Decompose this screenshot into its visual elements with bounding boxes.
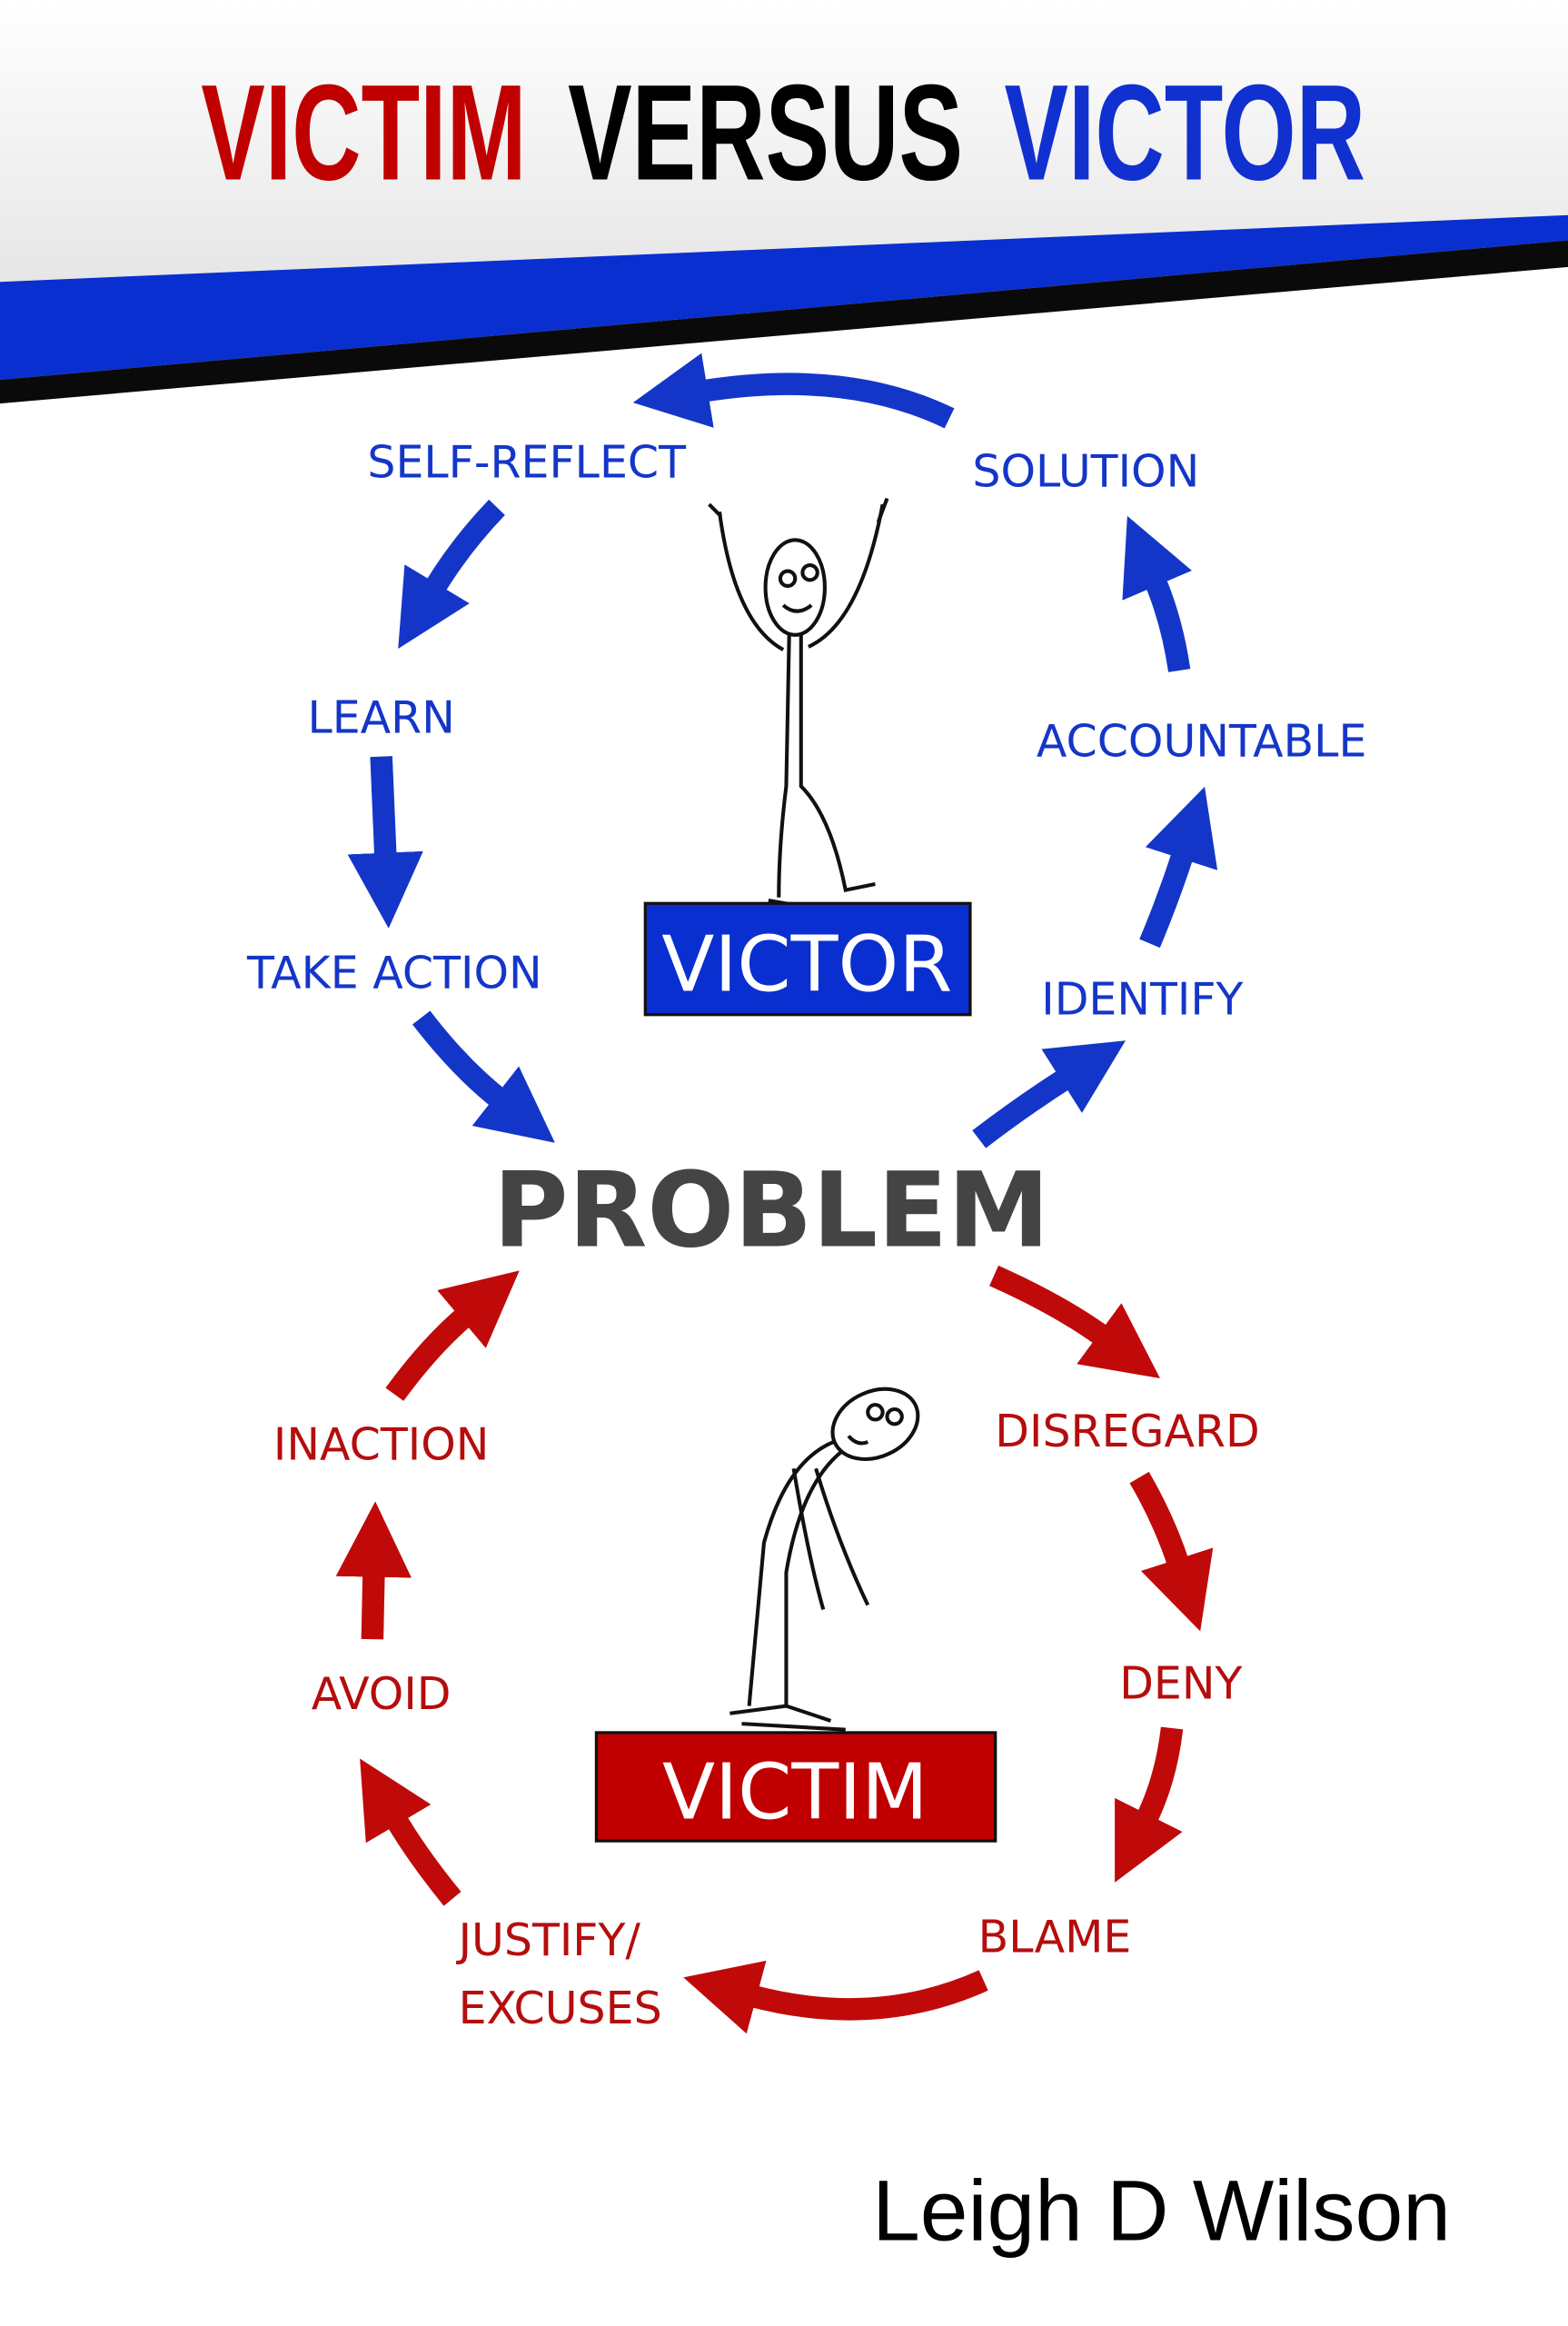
step-self-reflect: SELF-REFLECT [367,437,687,489]
step-solution: SOLUTION [972,446,1199,498]
arrow-icon [1129,1471,1214,1632]
arrow-icon [385,1270,520,1401]
step-accountable: ACCOUNTABLE [1037,716,1366,768]
author-name: Leigh D Wilson [872,2162,1451,2259]
title-versus: VERSUS [568,56,963,209]
victim-badge-label: VICTIM [662,1748,928,1838]
arrow-icon [972,1040,1126,1148]
arrow-icon [989,1265,1160,1378]
step-avoid: AVOID [312,1668,452,1720]
cover-title: VICTIM VERSUS VICTOR [201,56,1365,209]
victim-stick-figure [729,1387,920,1732]
victim-cycle-arrows [335,1265,1214,2034]
title-victor: VICTOR [1004,56,1365,209]
step-justify: JUSTIFY/ [456,1914,641,1966]
arrow-icon [1139,786,1218,949]
black-band [0,240,1568,404]
arrow-icon [632,353,955,429]
step-identify: IDENTIFY [1041,974,1243,1026]
arrow-icon [1122,515,1192,672]
victor-cycle-arrows [347,353,1218,1148]
arrow-icon [360,1758,461,1906]
victor-stick-figure [708,497,889,907]
arrow-icon [412,1010,555,1143]
step-learn: LEARN [307,692,454,744]
step-disregard: DISREGARD [995,1406,1259,1457]
problem-label: PROBLEM [493,1149,1049,1270]
step-deny: DENY [1119,1657,1242,1709]
arrow-icon [335,1501,412,1640]
header-background [0,0,1568,283]
step-blame: BLAME [978,1912,1132,1963]
blue-band [0,214,1568,380]
victor-badge-label: VICTOR [661,920,952,1010]
arrow-icon [347,756,423,929]
title-victim: VICTIM [201,56,526,209]
step-inaction: INACTION [273,1419,489,1471]
arrow-icon [398,499,505,650]
arrow-icon [683,1960,988,2034]
victor-badge [643,901,972,1017]
victim-badge [594,1731,997,1843]
step-excuses: EXCUSES [459,1983,662,2034]
arrow-icon [1115,1726,1184,1883]
step-take-action: TAKE ACTION [246,947,542,999]
